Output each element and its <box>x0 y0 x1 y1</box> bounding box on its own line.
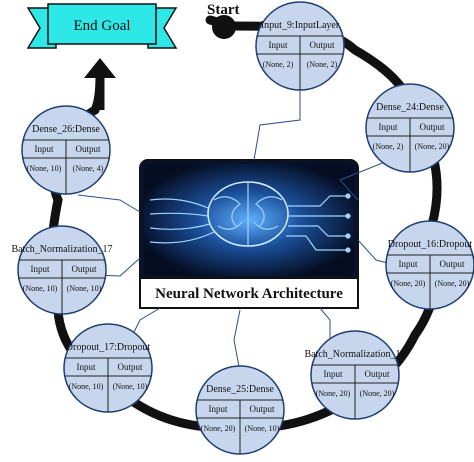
end-goal-label: End Goal <box>73 18 130 34</box>
output-shape: (None, 20) <box>435 279 470 288</box>
end-arrow-head <box>84 58 116 78</box>
end-goal-banner: End Goal <box>26 3 178 49</box>
layer-name: Dropout_16:Dropout <box>388 239 473 250</box>
layer-name: Dense_25:Dense <box>206 384 274 395</box>
output-shape: (None, 20) <box>415 142 450 151</box>
input-shape: (None, 10) <box>23 284 58 293</box>
input-header: Input <box>399 259 418 269</box>
output-shape: (None, 10) <box>113 382 148 391</box>
output-shape: (None, 4) <box>73 164 104 173</box>
input-header: Input <box>324 369 343 379</box>
input-header: Input <box>379 122 398 132</box>
output-header: Output <box>117 362 143 372</box>
input-shape: (None, 20) <box>316 389 351 398</box>
start-node <box>212 15 236 39</box>
input-shape: (None, 10) <box>69 382 104 391</box>
input-shape: (None, 20) <box>391 279 426 288</box>
output-header: Output <box>309 40 335 50</box>
brain-illustration <box>149 181 351 253</box>
output-shape: (None, 10) <box>245 424 280 433</box>
output-shape: (None, 20) <box>360 389 395 398</box>
layer-name: Input_9:InputLayer <box>261 20 340 31</box>
input-shape: (None, 20) <box>201 424 236 433</box>
output-header: Output <box>364 369 390 379</box>
connectors <box>77 88 396 373</box>
architecture-title: Neural Network Architecture <box>155 286 343 302</box>
input-shape: (None, 2) <box>263 60 294 69</box>
brain-image <box>144 164 354 276</box>
output-header: Output <box>249 404 275 414</box>
layer-name: Batch_Normalization_17 <box>11 244 112 255</box>
layer-name: Dense_24:Dense <box>376 102 444 113</box>
input-header: Input <box>269 40 288 50</box>
layer-name: Dropout_17:Dropout <box>66 342 151 353</box>
output-shape: (None, 2) <box>307 60 338 69</box>
input-shape: (None, 2) <box>373 142 404 151</box>
output-shape: (None, 10) <box>67 284 102 293</box>
input-header: Input <box>31 264 50 274</box>
output-header: Output <box>71 264 97 274</box>
output-header: Output <box>75 144 101 154</box>
input-header: Input <box>35 144 54 154</box>
layer-name: Dense_26:Dense <box>32 124 100 135</box>
input-header: Input <box>209 404 228 414</box>
input-header: Input <box>77 362 96 372</box>
input-shape: (None, 10) <box>27 164 62 173</box>
layer-name: Batch_Normalization_16 <box>304 349 405 360</box>
start-label: Start <box>207 2 240 18</box>
output-header: Output <box>439 259 465 269</box>
output-header: Output <box>419 122 445 132</box>
center-architecture-panel: Neural Network Architecture <box>139 159 359 309</box>
